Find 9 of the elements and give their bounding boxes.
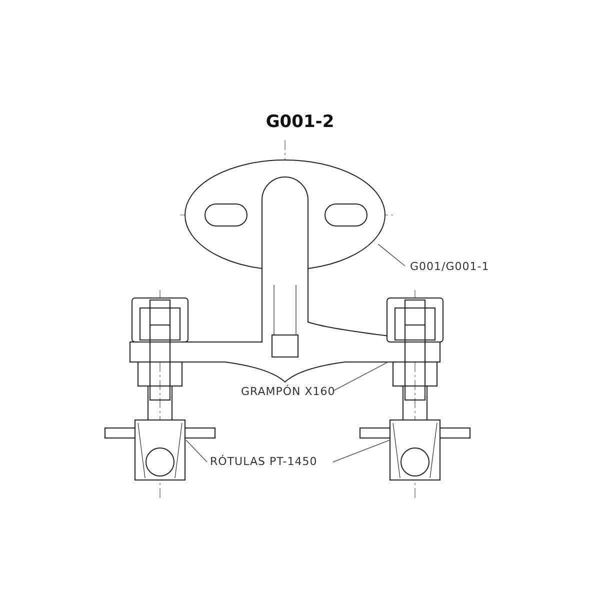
part-label: RÓTULAS PT-1450	[210, 455, 318, 468]
leader-line	[332, 440, 390, 462]
leader-line	[378, 244, 406, 266]
leader-line	[332, 362, 388, 392]
drawing-title: G001-2	[266, 112, 334, 132]
leader-line	[186, 440, 208, 462]
part-label: GRAMPÓN X160	[241, 385, 336, 398]
ball-joint-drawing	[360, 420, 470, 480]
part-label: G001/G001-1	[410, 260, 490, 273]
